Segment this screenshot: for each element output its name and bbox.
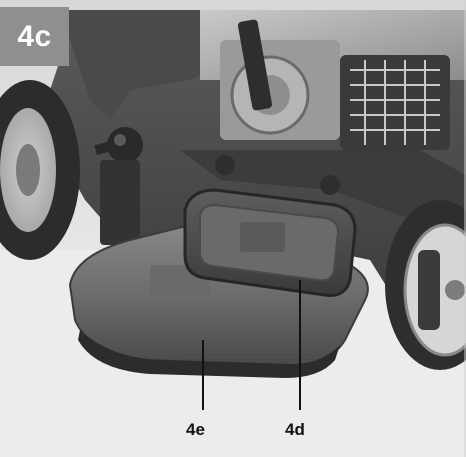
figure-number-label: 4c (17, 19, 52, 53)
mulching-flap (183, 188, 357, 297)
callout-label-4d: 4d (285, 420, 305, 439)
engine-grill (340, 55, 450, 150)
mount-bolts (215, 155, 340, 195)
side-bracket (100, 160, 140, 245)
cover-plate-shadow (78, 330, 340, 378)
height-adjust-knob (94, 127, 143, 163)
deck-front (180, 150, 466, 230)
figure-number-badge: 4c (0, 7, 69, 66)
rear-housing (60, 10, 240, 120)
rear-left-wheel (0, 80, 80, 260)
engine (200, 10, 466, 140)
callout-label-4e: 4e (186, 420, 205, 439)
front-right-wheel (385, 200, 466, 370)
